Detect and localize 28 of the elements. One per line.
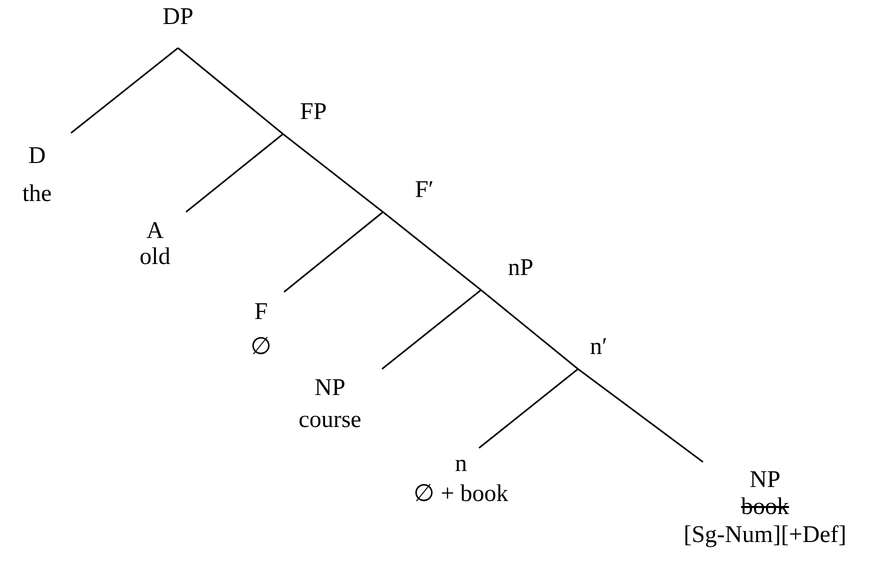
tree-branch xyxy=(480,289,578,370)
tree-branch xyxy=(178,47,284,135)
tree-branch xyxy=(578,368,704,463)
tree-branch xyxy=(186,133,284,213)
terminal-word: ∅ + book xyxy=(414,480,508,508)
category-label: A xyxy=(146,218,164,244)
tree-branch xyxy=(70,47,178,134)
category-label: D xyxy=(28,142,46,171)
category-label: DP xyxy=(162,3,194,31)
category-label: nP xyxy=(508,254,534,282)
tree-branch xyxy=(284,211,384,293)
terminal-word: the xyxy=(22,180,52,209)
terminal-word: old xyxy=(140,244,170,270)
terminal-word: course xyxy=(298,406,362,435)
category-label: F xyxy=(254,298,268,327)
terminal-word: ∅ xyxy=(250,333,272,362)
category-label: FP xyxy=(300,98,327,126)
struck-word: book xyxy=(741,494,789,520)
category-label: n xyxy=(455,450,467,479)
tree-branch xyxy=(382,211,482,291)
category-label: NP xyxy=(750,466,780,494)
category-label: n′ xyxy=(590,333,608,361)
tree-branch xyxy=(282,133,384,213)
tree-branch xyxy=(382,289,482,370)
tree-branch xyxy=(478,368,578,449)
terminal-word: [Sg-Num][+Def] xyxy=(684,521,846,550)
category-label: NP xyxy=(314,374,346,403)
category-label: F′ xyxy=(415,176,434,204)
